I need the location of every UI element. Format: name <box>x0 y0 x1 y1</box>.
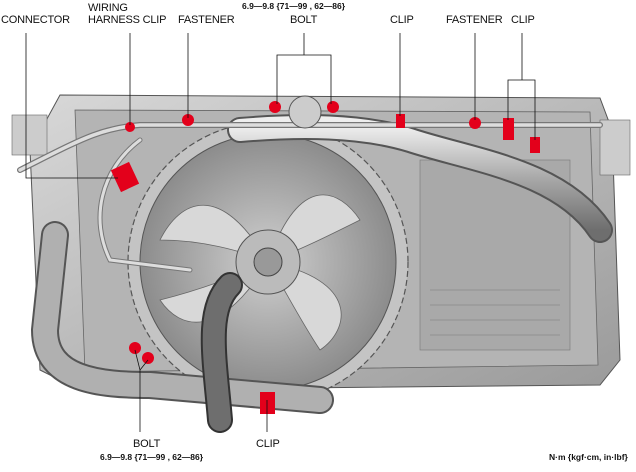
bolt-bottom-right-marker <box>142 352 154 364</box>
wiring-harness-clip-label-line1: WIRING <box>88 2 128 14</box>
bolt-bottom-label: BOLT <box>133 438 161 450</box>
unit-note: N·m {kgf·cm, in·lbf} <box>549 452 628 462</box>
wiring-harness-clip-label-line2: HARNESS CLIP <box>88 14 167 26</box>
wiring-harness-clip-marker <box>125 122 135 132</box>
leader-lines <box>25 33 536 432</box>
bolt-top-torque: 6.9—9.8 {71—99 , 62—86} <box>242 1 346 11</box>
clip-top-right-b-marker <box>530 137 540 153</box>
fastener-right-label: FASTENER <box>446 14 503 26</box>
radiator-cap <box>288 95 322 129</box>
bolt-top-label: BOLT <box>290 14 318 26</box>
bolt-top-right-marker <box>327 101 339 113</box>
bolt-bottom-left-marker <box>129 342 141 354</box>
connector-marker <box>110 161 140 193</box>
clip-top-right-a-marker <box>503 118 514 140</box>
cooling-fan <box>127 121 409 403</box>
bolt-bottom-torque: 6.9—9.8 {71—99 , 62—86} <box>100 452 204 462</box>
fastener-left-label: FASTENER <box>178 14 235 26</box>
fastener-right-marker <box>469 117 481 129</box>
bolt-top-left-marker <box>269 101 281 113</box>
clip-top-right-label: CLIP <box>511 14 535 26</box>
fastener-left-marker <box>182 114 194 126</box>
clip-top-middle-label: CLIP <box>390 14 414 26</box>
connector-label: CONNECTOR <box>1 14 70 26</box>
clip-bottom-label: CLIP <box>256 438 280 450</box>
clip-top-middle-marker <box>396 114 405 128</box>
marked-parts <box>110 101 540 414</box>
clip-bottom-marker <box>260 392 275 414</box>
